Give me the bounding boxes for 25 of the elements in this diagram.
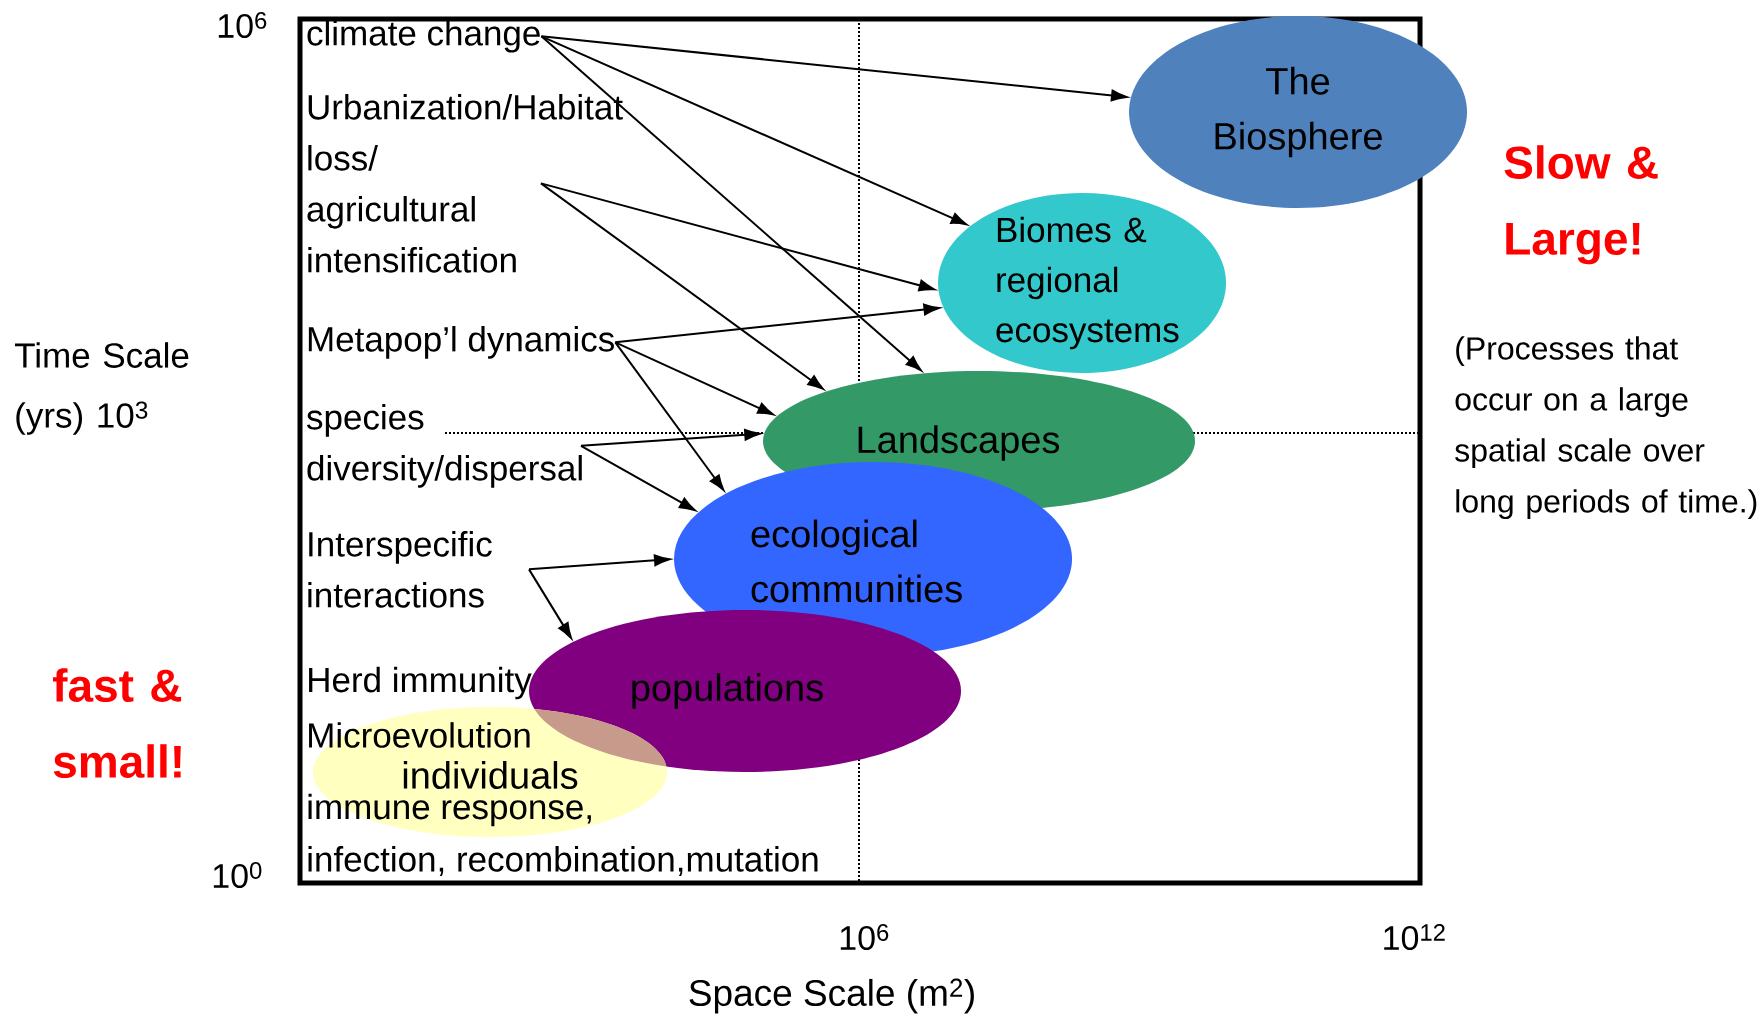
- arrow: [614, 341, 774, 416]
- arrow: [540, 35, 968, 226]
- arrow: [540, 35, 1128, 102]
- arrow: [580, 444, 696, 511]
- arrow: [540, 35, 922, 372]
- process-label: Herd immunity: [309, 666, 532, 700]
- axis-tick-label: 10$^{6}$: [840, 924, 889, 950]
- process-label: infection, recombination,mutation: [308, 846, 818, 876]
- process-label: Interspecific interactions: [308, 531, 492, 608]
- axis-tick-label: 10$^{6}$: [218, 12, 267, 38]
- axis-tick-label: 10$^{0}$: [213, 862, 262, 888]
- process-label: Metapop’l dynamics: [308, 326, 614, 359]
- arrow: [528, 554, 671, 571]
- process-label: climate change: [307, 20, 540, 53]
- note-text: (Processes that occur on a large spatial scale over long periods of time.): [1455, 336, 1757, 520]
- process-label: Microevolution: [309, 722, 530, 748]
- process-label: species diversity/dispersal: [307, 404, 582, 488]
- axis-title: Space Scale (m$^{2}$): [689, 978, 974, 1014]
- callout-text: Slow & Large!: [1504, 145, 1658, 265]
- axis-title: Time Scale (yrs) 10$^{3}$: [15, 342, 189, 435]
- process-label: immune response,: [308, 793, 591, 827]
- callout-text: fast & small!: [53, 668, 182, 778]
- axis-tick-label: 10$^{12}$: [1384, 924, 1445, 950]
- process-label: Urbanization/Habitat loss/ agricultural intensification: [307, 94, 623, 273]
- arrow: [528, 568, 572, 639]
